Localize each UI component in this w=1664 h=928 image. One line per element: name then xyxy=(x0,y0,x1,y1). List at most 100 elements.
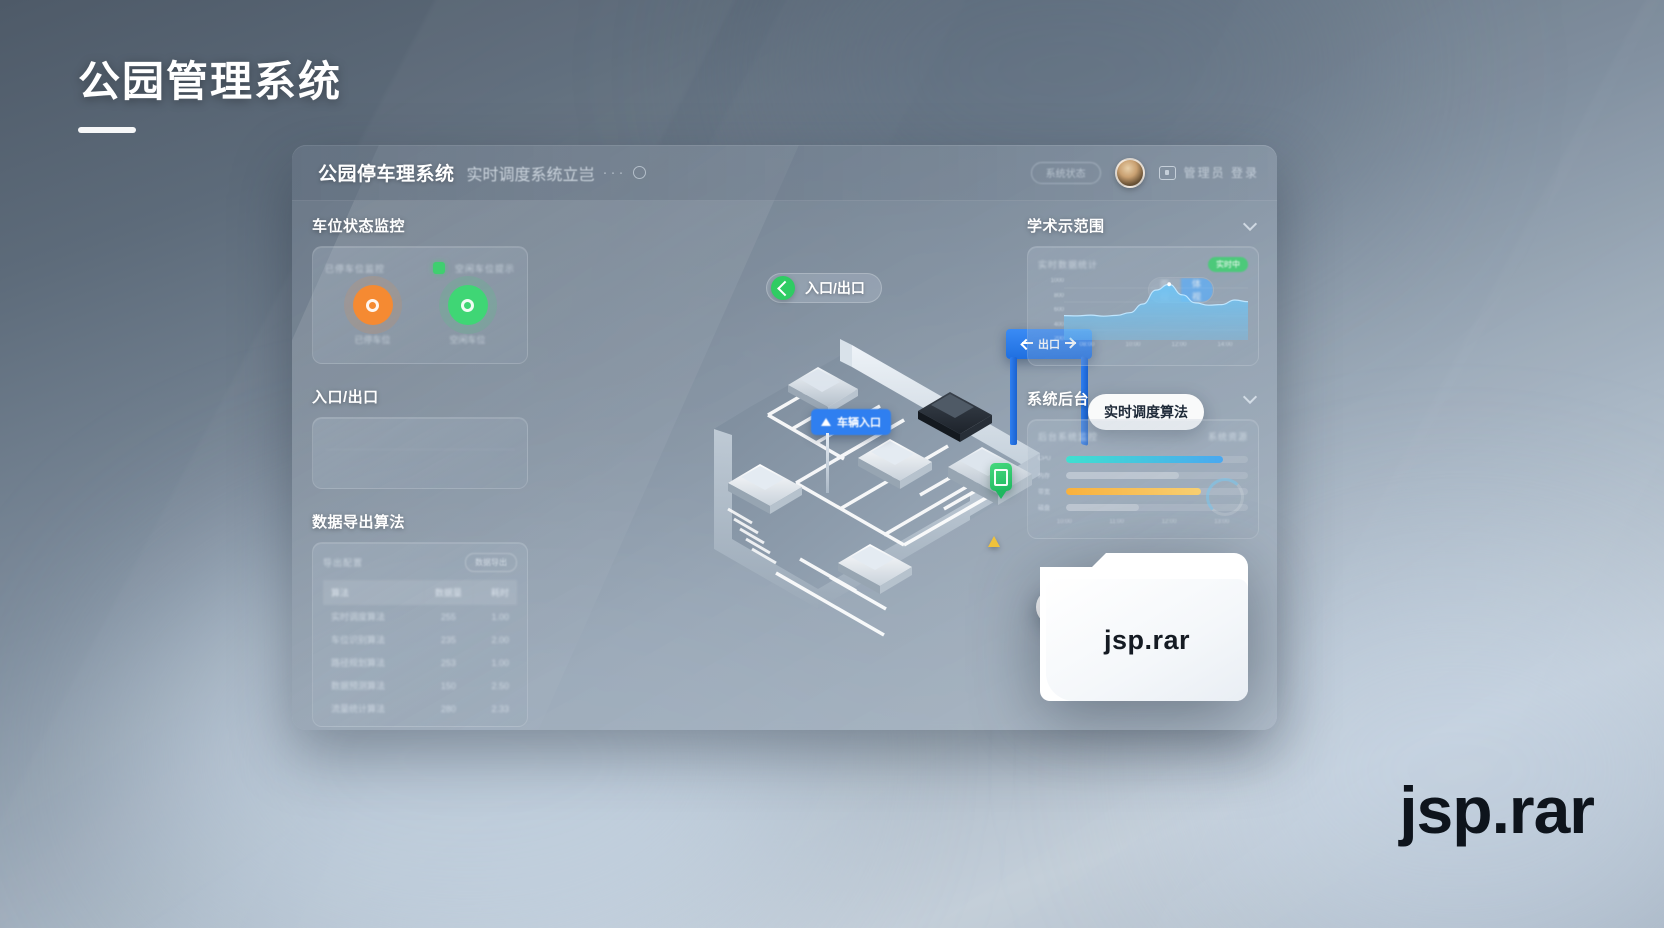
dashboard-subtitle: 实时调度系统立岂 xyxy=(466,166,595,184)
car-occupied-icon xyxy=(352,285,393,325)
arrow-left-icon xyxy=(1022,339,1033,350)
y-tick-label: 200 xyxy=(1053,336,1064,342)
table-header-row: 算法 数据量 耗时 xyxy=(323,580,517,605)
watermark-label: jsp.rar xyxy=(1399,773,1595,847)
cell-duration: 2.50 xyxy=(491,680,509,691)
chart-card: 实时数据统计 实时中 1000 800 600 400 200 xyxy=(1027,246,1259,366)
resource-bar-row: 带宽 xyxy=(1038,483,1248,499)
cell-volume: 253 xyxy=(440,657,456,668)
chart-area-svg xyxy=(1064,282,1248,340)
robot-icon[interactable] xyxy=(1158,165,1176,180)
backend-x-tick-label: 10:00 xyxy=(1056,519,1072,525)
export-card-title: 导出配置 xyxy=(323,558,364,568)
entrance-exit-label: 入口/出口 xyxy=(805,280,865,296)
export-tag-badge[interactable]: 数据导出 xyxy=(465,553,517,572)
cell-algorithm: 路径规划算法 xyxy=(331,658,386,668)
entrance-exit-pill[interactable]: 入口/出口 xyxy=(766,273,882,303)
backend-x-axis: 10:00 11:00 12:00 13:00 xyxy=(1038,519,1248,525)
gauge-free[interactable]: 空闲车位 xyxy=(447,285,488,346)
user-label[interactable]: 管理员 登录 xyxy=(1183,166,1259,180)
x-tick-label: 10:00 xyxy=(1125,342,1141,348)
resource-bar-track xyxy=(1066,455,1248,463)
chart-live-badge: 实时中 xyxy=(1208,257,1248,272)
resource-bar-row: CPU xyxy=(1038,451,1248,467)
chart-y-axis: 1000 800 600 400 200 xyxy=(1038,276,1064,356)
y-tick-label: 400 xyxy=(1053,321,1064,328)
column-header-algorithm: 算法 xyxy=(323,580,424,605)
exit-gantry-sign: 出口 xyxy=(1006,329,1092,446)
table-row: 实时调度算法 255 1.00 xyxy=(323,605,517,628)
right-panel: 学术示范围 实时数据统计 实时中 1000 800 600 400 200 xyxy=(1027,201,1277,730)
y-tick-label: 1000 xyxy=(1050,278,1064,284)
y-tick-label: 600 xyxy=(1053,307,1064,313)
x-tick-label: 14:00 xyxy=(1217,342,1233,348)
avatar[interactable] xyxy=(1114,157,1145,188)
resource-bar-fill xyxy=(1066,455,1223,463)
cell-algorithm: 车位识别算法 xyxy=(331,635,386,645)
backend-section-header[interactable]: 系统后台 xyxy=(1027,388,1259,409)
resource-bar-fill xyxy=(1066,503,1139,511)
header-dots: ··· xyxy=(602,164,627,181)
cell-duration: 1.00 xyxy=(491,657,509,668)
backend-section-heading: 系统后台 xyxy=(1027,391,1090,408)
export-card-header: 导出配置 数据导出 xyxy=(323,553,517,572)
dashboard-header: 公园停车理系统 实时调度系统立岂 ··· 系统状态 管理员 登录 xyxy=(292,145,1277,201)
slot-status-heading: 车位状态监控 xyxy=(312,218,406,235)
sign-pole xyxy=(826,433,829,493)
cell-duration: 2.00 xyxy=(491,634,509,645)
legend-free: 空闲车位提示 xyxy=(432,259,515,277)
chart-section-header[interactable]: 学术示范围 xyxy=(1027,215,1259,236)
table-row: 报表生成算法3201.00 xyxy=(323,720,517,726)
cell-volume: 255 xyxy=(440,611,456,622)
slot-free-icon xyxy=(447,285,488,325)
status-badge[interactable]: 系统状态 xyxy=(1030,161,1101,184)
x-tick-label: 12:00 xyxy=(1171,342,1187,348)
cell-duration: 1.00 xyxy=(491,611,509,622)
cell-duration: 1.00 xyxy=(473,720,517,726)
callout-scheduling[interactable]: 实时调度算法 xyxy=(1088,394,1204,430)
charging-station-icon[interactable] xyxy=(990,463,1012,499)
cell-algorithm: 数据预测算法 xyxy=(331,681,386,691)
gauge-group: 已停车位 空闲车位 xyxy=(325,285,515,346)
dashboard-body: 车位状态监控 已停车位监控 空闲车位提示 已停车位 xyxy=(292,201,1277,730)
traffic-cone-icon xyxy=(988,536,1000,547)
y-tick-label: 800 xyxy=(1053,292,1064,299)
resource-bar-track xyxy=(1066,503,1248,511)
cell-algorithm: 实时调度算法 xyxy=(331,612,386,622)
arrow-right-icon xyxy=(1065,339,1076,350)
backend-right-label: 系统资源 xyxy=(1207,432,1248,442)
folder-name: jsp.rar xyxy=(1103,624,1191,655)
chart-card-title: 实时数据统计 xyxy=(1038,260,1099,270)
parking-map[interactable]: 入口/出口 平面视图 立体视图 车辆入口 出口 xyxy=(528,201,1215,730)
chevron-down-icon[interactable] xyxy=(1242,216,1258,231)
backend-x-tick-label: 11:00 xyxy=(1109,519,1124,525)
gauge-occupied[interactable]: 已停车位 xyxy=(352,285,393,346)
backend-x-tick-label: 13:00 xyxy=(1214,519,1230,525)
entry-exit-heading: 入口/出口 xyxy=(312,389,379,406)
backend-x-tick-label: 12:00 xyxy=(1161,519,1177,525)
chevron-down-icon[interactable] xyxy=(1242,389,1258,404)
table-row xyxy=(325,450,515,472)
marker-pin xyxy=(995,490,1007,499)
dashboard-window: 公园停车理系统 实时调度系统立岂 ··· 系统状态 管理员 登录 车位状态监控 … xyxy=(292,145,1277,730)
arrow-left-circle-icon xyxy=(771,276,795,300)
circle-indicator-icon xyxy=(632,166,646,179)
folder-icon[interactable]: jsp.rar xyxy=(1040,553,1248,701)
column-header-duration: 耗时 xyxy=(472,580,517,605)
resource-bar-row: 内存 xyxy=(1038,467,1248,483)
cell-algorithm: 报表生成算法 xyxy=(323,720,424,726)
resource-donut-icon xyxy=(1206,478,1244,516)
resource-bar-fill xyxy=(1066,487,1201,495)
gantry-label: 出口 xyxy=(1038,336,1060,352)
cell-volume: 320 xyxy=(424,720,473,726)
